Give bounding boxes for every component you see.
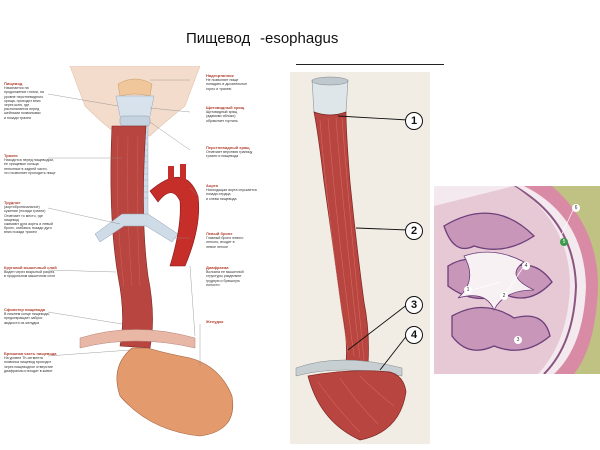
histo-marker-2: 2 (500, 292, 508, 300)
diaphragm-shape (79, 329, 196, 349)
esophagus-muscle-tube-shape (313, 111, 369, 365)
title-russian: Пищевод (186, 30, 251, 47)
histo-marker-4: 4 (522, 262, 530, 270)
label-aortobronchial-narrowing: Трудное (аортобронхиальное)сужение (поза… (4, 200, 53, 235)
histo-marker-5: 5 (560, 238, 568, 246)
diaphragm-ring-shape (295, 359, 403, 377)
title-underline (296, 64, 444, 65)
label-circular-muscle-layer: Круговой мышечный слой Виден через вскры… (4, 265, 57, 279)
esophagus-muscle-illustration: 1 2 3 4 (290, 72, 430, 444)
adventitia-band-shape (552, 186, 600, 374)
histo-marker-3: 3 (514, 336, 522, 344)
histo-marker-1: 1 (464, 286, 472, 294)
marker-4: 4 (405, 326, 423, 344)
cricoid-cartilage-shape (119, 115, 151, 127)
bronchi-shape (94, 213, 179, 243)
label-trachea: Трахея Находится перед пищеводом,ее хрящ… (4, 153, 56, 175)
stomach-shape (116, 347, 234, 437)
muscularis-band-shape (524, 186, 600, 374)
histology-drawing (434, 186, 600, 374)
epiglottis-shape (117, 78, 153, 97)
label-thyroid-cartilage: Щитовидный хрящ Щитовидный хрящ(адамово … (206, 105, 245, 123)
marker-3: 3 (405, 296, 423, 314)
label-esophageal-sphincter: Сфинктер пищевода В нижнем конце пищевод… (4, 307, 50, 325)
label-cricoid-cartilage: Перстневидный хрящ Отмечает верхнюю гран… (206, 145, 253, 159)
marker-1: 1 (405, 112, 423, 130)
esophagus-histology-section: 1 2 3 4 5 6 (434, 186, 600, 374)
anatomy-drawing (47, 66, 234, 437)
lumen-shape (457, 251, 535, 311)
aorta-arch-shape (149, 176, 200, 267)
stomach-top-shape (307, 370, 407, 441)
title-english: -esophagus (260, 30, 339, 47)
label-abdominal-esophagus: Брюшная часть пищевода На уровне Th-сегм… (4, 351, 57, 373)
aorta-branch-shape (168, 166, 174, 186)
esophagus-muscle-drawing (295, 76, 409, 441)
histo-marker-6: 6 (572, 204, 580, 212)
label-stomach: Желудок (206, 319, 224, 324)
marker-2: 2 (405, 222, 423, 240)
